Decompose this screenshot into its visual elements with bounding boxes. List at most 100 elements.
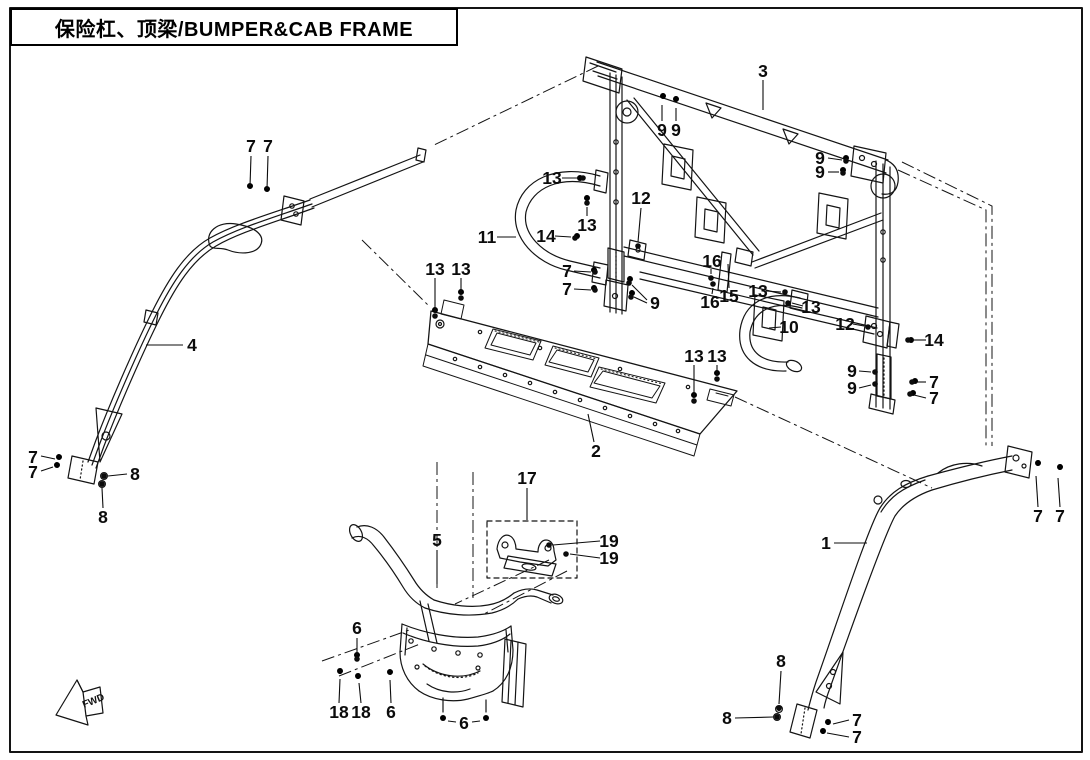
roof-panel-part2 — [422, 299, 738, 457]
grab-handle-part10 — [739, 289, 809, 373]
callout-number-7: 7 — [562, 261, 572, 281]
fastener-dot — [563, 551, 569, 557]
callout-number-9: 9 — [671, 120, 681, 140]
callout-leader-line — [40, 466, 54, 472]
fastener-dot — [626, 280, 632, 286]
fastener-dot — [572, 235, 578, 241]
fastener-dot — [592, 287, 598, 293]
callout-number-13: 13 — [542, 168, 562, 188]
callout-leader-line — [633, 296, 648, 304]
callout-leader-line — [573, 288, 592, 291]
fastener-dot — [785, 300, 791, 306]
callout-leader-line — [734, 716, 774, 719]
fastener-dot — [99, 481, 105, 487]
callout-leader-line — [471, 720, 481, 723]
callout-number-17: 17 — [517, 468, 536, 488]
callout-number-7: 7 — [263, 136, 273, 156]
callout-number-13: 13 — [684, 346, 704, 366]
title-block: 保险杠、顶梁/BUMPER&CAB FRAME — [10, 8, 458, 46]
callout-number-8: 8 — [98, 507, 108, 527]
callout-number-7: 7 — [852, 727, 862, 747]
fastener-dot — [691, 398, 697, 404]
fastener-dot — [584, 200, 590, 206]
callout-number-18: 18 — [329, 702, 349, 722]
bracket-part17 — [486, 520, 578, 579]
callout-leader-line — [266, 155, 269, 190]
fwd-arrow: FWD — [55, 679, 106, 726]
callout-leader-line — [832, 719, 850, 725]
fastener-dot — [905, 337, 911, 343]
callout-leader-line — [447, 720, 457, 723]
callout-number-7: 7 — [246, 136, 256, 156]
callout-number-7: 7 — [929, 388, 939, 408]
callout-leader-line — [552, 540, 601, 546]
callout-number-3: 3 — [758, 61, 768, 81]
callout-number-5: 5 — [432, 530, 442, 550]
fastener-dot — [101, 473, 107, 479]
callout-number-19: 19 — [599, 531, 619, 551]
callout-number-12: 12 — [835, 314, 855, 334]
construction-lines — [321, 65, 993, 677]
fastener-dot — [872, 369, 878, 375]
front-bumper-part5 — [348, 524, 564, 713]
callout-leader-line — [711, 287, 714, 295]
roof-tube-part4 — [67, 147, 427, 485]
fastener-dot — [458, 295, 464, 301]
fastener-dot — [840, 170, 846, 176]
callout-number-16: 16 — [700, 292, 720, 312]
callout-number-8: 8 — [776, 651, 786, 671]
callout-leader-line — [389, 679, 392, 704]
callout-leader-line — [826, 732, 850, 738]
fastener-dot — [628, 294, 634, 300]
callout-number-7: 7 — [28, 447, 38, 467]
fastener-dot — [782, 289, 788, 295]
callout-number-13: 13 — [748, 281, 768, 301]
callout-number-10: 10 — [779, 317, 799, 337]
fastener-dot — [635, 243, 641, 249]
callout-number-9: 9 — [650, 293, 660, 313]
callout-leader-line — [858, 384, 872, 389]
fastener-dot — [710, 281, 716, 287]
callout-leader-line — [554, 235, 572, 238]
callout-number-4: 4 — [187, 335, 197, 355]
callout-leader-line — [358, 682, 362, 704]
callout-leader-line — [249, 155, 252, 187]
callout-number-6: 6 — [352, 618, 362, 638]
fastener-dot — [432, 313, 438, 319]
fastener-dot — [774, 714, 780, 720]
callout-number-7: 7 — [1033, 506, 1043, 526]
callout-leader-line — [765, 290, 782, 293]
callout-number-6: 6 — [459, 713, 469, 733]
callout-leader-line — [827, 157, 843, 161]
callout-number-9: 9 — [815, 148, 825, 168]
grab-handle-part11 — [514, 169, 609, 286]
fastener-dot — [354, 656, 360, 662]
callout-number-11: 11 — [478, 227, 497, 247]
callout-number-7: 7 — [852, 710, 862, 730]
fastener-dot — [843, 158, 849, 164]
rear-tube-part1 — [772, 445, 1033, 739]
fastener-screws — [53, 92, 1072, 739]
callout-number-7: 7 — [1055, 506, 1065, 526]
callout-number-14: 14 — [924, 330, 944, 350]
callout-leader-line — [637, 207, 642, 243]
callout-number-9: 9 — [847, 378, 857, 398]
callout-leader-line — [631, 284, 648, 301]
callout-number-9: 9 — [657, 120, 667, 140]
callout-number-14: 14 — [536, 226, 556, 246]
callout-number-13: 13 — [451, 259, 471, 279]
callout-leader-line — [727, 263, 730, 289]
callout-leader-line — [1057, 477, 1061, 508]
fastener-dot — [580, 175, 586, 181]
callout-number-13: 13 — [577, 215, 597, 235]
fastener-dot — [592, 269, 598, 275]
callout-leader-line — [40, 455, 56, 460]
callout-leader-line — [107, 473, 128, 477]
callout-number-13: 13 — [801, 297, 821, 317]
callout-leader-line — [852, 323, 865, 327]
callout-number-1: 1 — [821, 533, 831, 553]
callout-leader-line — [778, 670, 782, 705]
callout-leader-line — [101, 487, 104, 509]
